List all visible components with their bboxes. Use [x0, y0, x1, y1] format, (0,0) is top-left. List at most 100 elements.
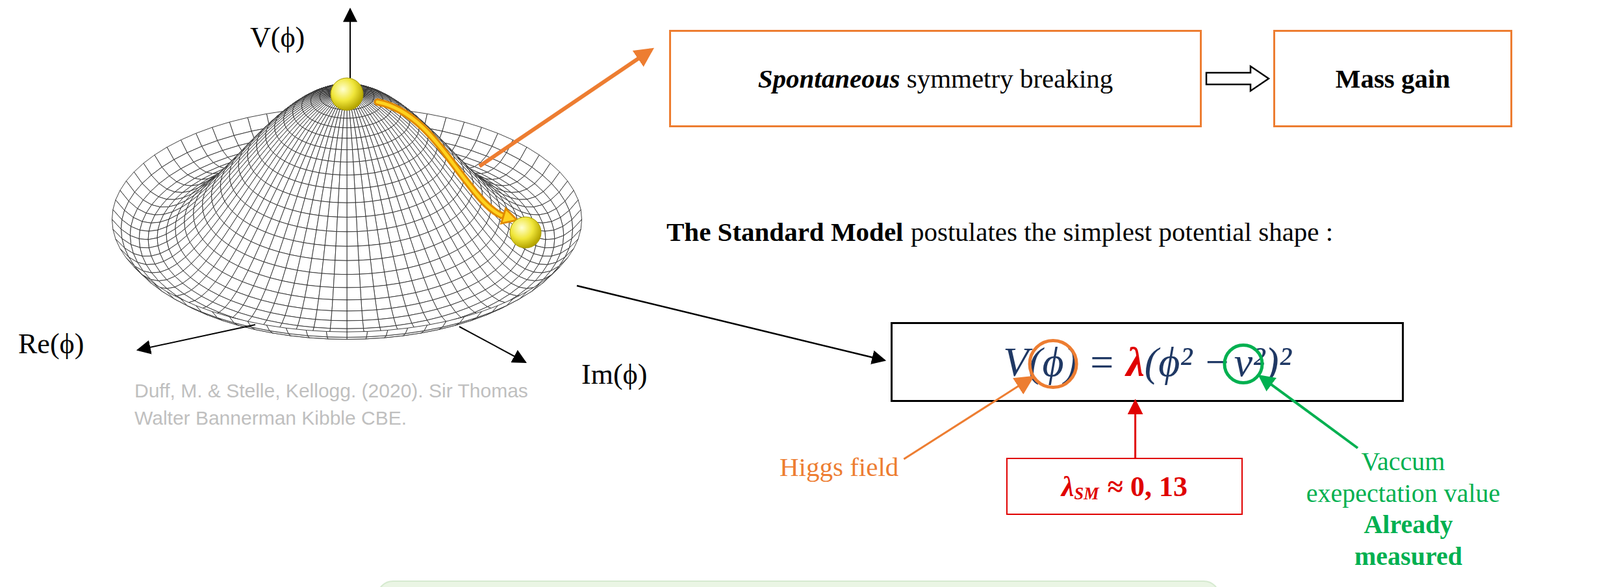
surface-cell: [326, 331, 347, 338]
surface-cell: [180, 298, 202, 312]
surface-cell: [491, 298, 513, 312]
node-text: λ: [1125, 341, 1144, 384]
surface-cell: [545, 229, 555, 240]
surface-cell: [559, 248, 575, 267]
surface-cell: [346, 188, 356, 203]
surface-cell: [326, 216, 338, 232]
surface-cell: [120, 248, 136, 267]
surface-cell: [385, 328, 408, 336]
surface-cell: [341, 138, 347, 151]
surface-cell: [285, 328, 308, 336]
surface-cell: [336, 216, 347, 232]
image-credit: Duff, M. & Stelle, Kellogg. (2020). Sir …: [134, 377, 557, 432]
surface-cell: [328, 202, 339, 217]
mexican-hat-surface: [111, 83, 582, 340]
callout-label: Higgs field: [779, 451, 899, 484]
surface-cell: [139, 239, 149, 249]
axis-label: Re(ϕ): [18, 327, 84, 362]
node-text: Spontaneous: [758, 63, 901, 95]
surface-cell: [311, 244, 325, 260]
surface-cell: [358, 259, 372, 275]
surface-cell: [364, 201, 376, 217]
surface-cell: [316, 215, 329, 232]
surface-cell: [476, 305, 498, 319]
surface-cell: [317, 298, 333, 311]
surface-cell: [291, 283, 307, 298]
surface-cell: [374, 297, 392, 310]
surface-cell: [324, 231, 337, 247]
surface-cell: [346, 174, 355, 189]
surface-cell: [360, 286, 376, 300]
surface-cell: [346, 161, 355, 175]
connector-arrow: [1206, 66, 1269, 91]
surface-cell: [334, 149, 342, 162]
surface-cell: [337, 202, 347, 217]
surface-cell: [334, 260, 347, 275]
surface-cell: [356, 216, 368, 232]
surface-cell: [346, 216, 358, 232]
connector-arrow: [1134, 402, 1137, 458]
surface-cell: [314, 229, 327, 246]
surface-cell: [361, 298, 377, 311]
surface-cell: [376, 308, 394, 320]
surface-cell: [115, 239, 129, 258]
surface-cell: [321, 259, 335, 275]
surface-cell: [355, 202, 366, 217]
surface-cell: [332, 287, 347, 301]
node-text: (ϕ² −: [1144, 341, 1232, 384]
surface-cell: [335, 246, 347, 261]
surface-cell: [346, 274, 361, 288]
surface-cell: [346, 231, 358, 247]
surface-cell: [335, 231, 347, 247]
surface-cell: [384, 270, 400, 286]
surface-cell: [353, 161, 362, 176]
node-text: Mass gain: [1335, 63, 1451, 95]
surface-cell: [386, 283, 403, 298]
highlight-circle: [1029, 341, 1077, 388]
surface-cell: [543, 266, 559, 280]
surface-cell: [343, 109, 347, 119]
surface-cell: [373, 285, 390, 299]
surface-cell: [346, 299, 362, 312]
surface-cell: [139, 229, 149, 240]
callout-label: Already measured: [1343, 508, 1474, 573]
surface-cell: [346, 138, 353, 151]
surface-cell: [304, 285, 321, 299]
surface-cell: [318, 286, 334, 300]
leader-arrow: [1260, 376, 1358, 449]
surface-cell: [294, 270, 310, 286]
surface-cell: [266, 325, 289, 334]
callout-label: Vaccum exepectation value: [1295, 445, 1511, 510]
surface-cell: [354, 188, 364, 203]
note-panel: [377, 581, 1220, 587]
surface-cell: [307, 272, 323, 287]
surface-cell: [346, 331, 368, 338]
surface-cell: [346, 109, 351, 119]
surface-cell: [331, 311, 347, 321]
surface-cell: [342, 127, 347, 139]
surface-cell: [346, 118, 351, 128]
node-text: ≈ 0, 13: [1107, 470, 1188, 504]
node-text: λ: [1061, 470, 1075, 504]
ball-trough: [509, 216, 542, 249]
surface-cell: [405, 325, 428, 334]
surface-cell: [370, 258, 384, 274]
surface-cell: [424, 321, 447, 331]
surface-cell: [368, 244, 382, 260]
surface-cell: [309, 258, 323, 274]
surface-cell: [361, 309, 379, 321]
surface-cell: [545, 239, 555, 249]
surface-cell: [346, 127, 352, 139]
highlight-circle: [1224, 345, 1263, 384]
surface-cell: [300, 308, 318, 320]
surface-cell: [318, 201, 331, 217]
surface-cell: [354, 174, 363, 190]
surface-cell: [332, 161, 341, 176]
surface-cell: [346, 260, 360, 275]
process-box: Spontaneoussymmetry breaking: [669, 29, 1202, 128]
surface-cell: [359, 273, 374, 288]
axis-label: V(ϕ): [250, 20, 305, 56]
surface-cell: [338, 188, 347, 203]
ball-top: [330, 77, 364, 111]
